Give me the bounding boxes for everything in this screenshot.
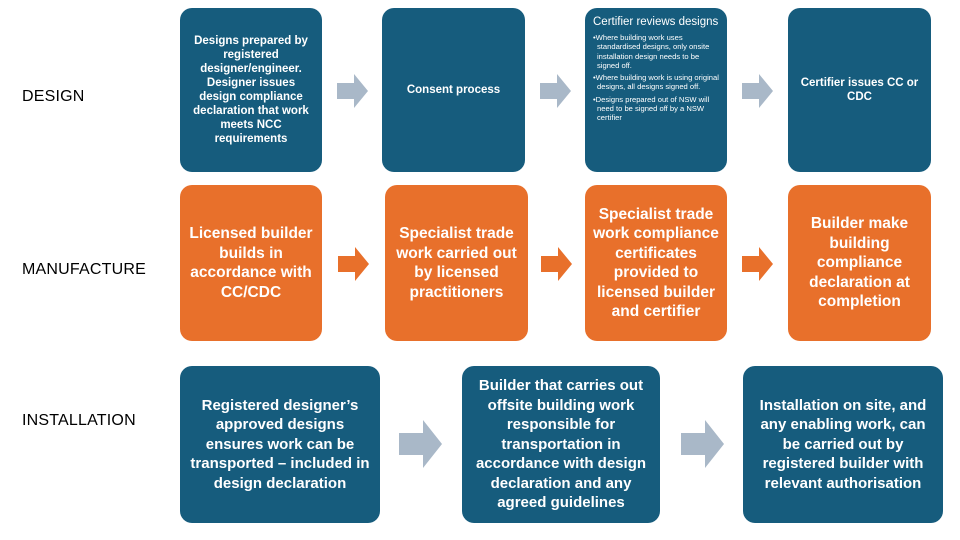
design-step-1-box: Designs prepared by registered designer/…	[180, 8, 322, 172]
list-item: Where building work is using original de…	[593, 73, 719, 92]
installation-step-1-box: Registered designer’s approved designs e…	[180, 366, 380, 523]
certifier-review-title: Certifier reviews designs	[593, 16, 719, 28]
installation-step-3-box: Installation on site, and any enabling w…	[743, 366, 943, 523]
manufacture-step-1-box: Licensed builder builds in accordance wi…	[180, 185, 322, 341]
design-step-1-text: Designs prepared by registered designer/…	[193, 35, 309, 145]
manufacture-step-4-box: Builder make building compliance declara…	[788, 185, 931, 341]
design-step-3-box: Certifier reviews designs Where building…	[585, 8, 727, 172]
list-item: Where building work uses standardised de…	[593, 33, 719, 70]
manufacture-step-2-text: Specialist trade work carried out by lic…	[396, 225, 517, 301]
installation-step-1-text: Registered designer’s approved designs e…	[190, 396, 370, 492]
manufacture-step-2-box: Specialist trade work carried out by lic…	[385, 185, 528, 341]
installation-step-2-box: Builder that carries out offsite buildin…	[462, 366, 660, 523]
certifier-review-list: Where building work uses standardised de…	[593, 33, 719, 126]
arrow-right-icon	[338, 247, 369, 281]
manufacture-step-1-text: Licensed builder builds in accordance wi…	[189, 225, 313, 301]
manufacture-step-3-text: Specialist trade work compliance certifi…	[593, 205, 719, 321]
design-step-2-text: Consent process	[406, 84, 501, 96]
row-label-design: DESIGN	[22, 88, 85, 105]
arrow-right-icon	[681, 420, 724, 468]
installation-step-2-text: Builder that carries out offsite buildin…	[475, 377, 647, 512]
design-step-4-text: Certifier issues CC or CDC	[800, 77, 919, 103]
arrow-right-icon	[541, 247, 572, 281]
arrow-right-icon	[540, 74, 571, 108]
installation-step-3-text: Installation on site, and any enabling w…	[759, 396, 927, 492]
manufacture-step-4-text: Builder make building compliance declara…	[809, 215, 910, 311]
design-step-2-box: Consent process	[382, 8, 525, 172]
row-label-manufacture: MANUFACTURE	[22, 261, 146, 278]
arrow-right-icon	[742, 247, 773, 281]
arrow-right-icon	[399, 420, 442, 468]
manufacture-step-3-box: Specialist trade work compliance certifi…	[585, 185, 727, 341]
arrow-right-icon	[742, 74, 773, 108]
row-label-installation: INSTALLATION	[22, 412, 136, 429]
arrow-right-icon	[337, 74, 368, 108]
list-item: Designs prepared out of NSW will need to…	[593, 95, 719, 123]
design-step-4-box: Certifier issues CC or CDC	[788, 8, 931, 172]
